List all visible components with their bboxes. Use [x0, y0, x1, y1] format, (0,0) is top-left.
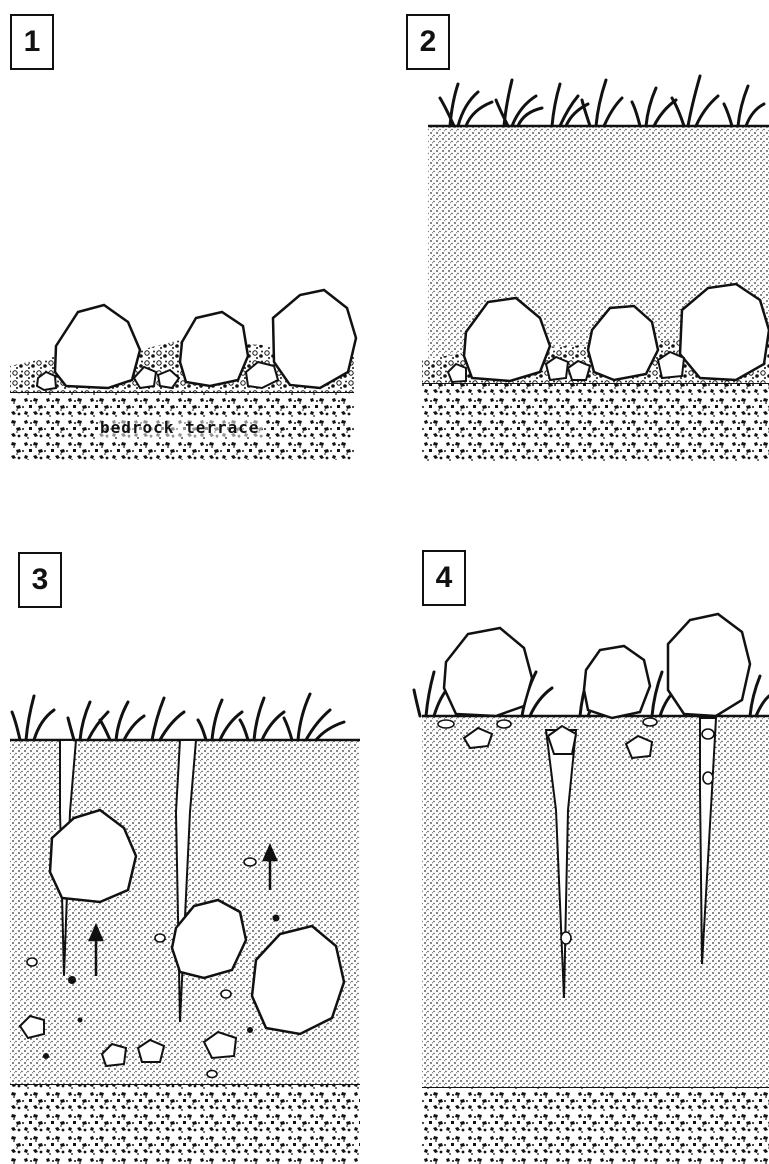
panel-2: 2	[400, 0, 769, 480]
soil-layer	[422, 716, 769, 1087]
boulder	[444, 628, 532, 716]
bedrock-layer	[422, 1087, 769, 1164]
boulder	[273, 290, 356, 388]
grass	[440, 76, 764, 126]
frost-heave-cross-section	[0, 540, 380, 1164]
panel-3: 3	[0, 540, 380, 1164]
boulder	[180, 312, 248, 386]
boulder	[584, 646, 650, 718]
surface-boulders-cross-section	[400, 540, 769, 1164]
panel-4: 4	[400, 540, 769, 1164]
boulder	[668, 614, 750, 716]
bedrock-layer	[422, 383, 769, 463]
panel-1: 1 bedrock terrace	[0, 0, 380, 480]
bedrock-terrace-label: bedrock terrace	[98, 418, 262, 437]
bedrock-terrace-cross-section	[0, 0, 380, 480]
bedrock-layer	[10, 1084, 360, 1164]
buried-terrace-cross-section	[400, 0, 769, 480]
boulder	[55, 305, 140, 388]
grass	[12, 694, 344, 740]
